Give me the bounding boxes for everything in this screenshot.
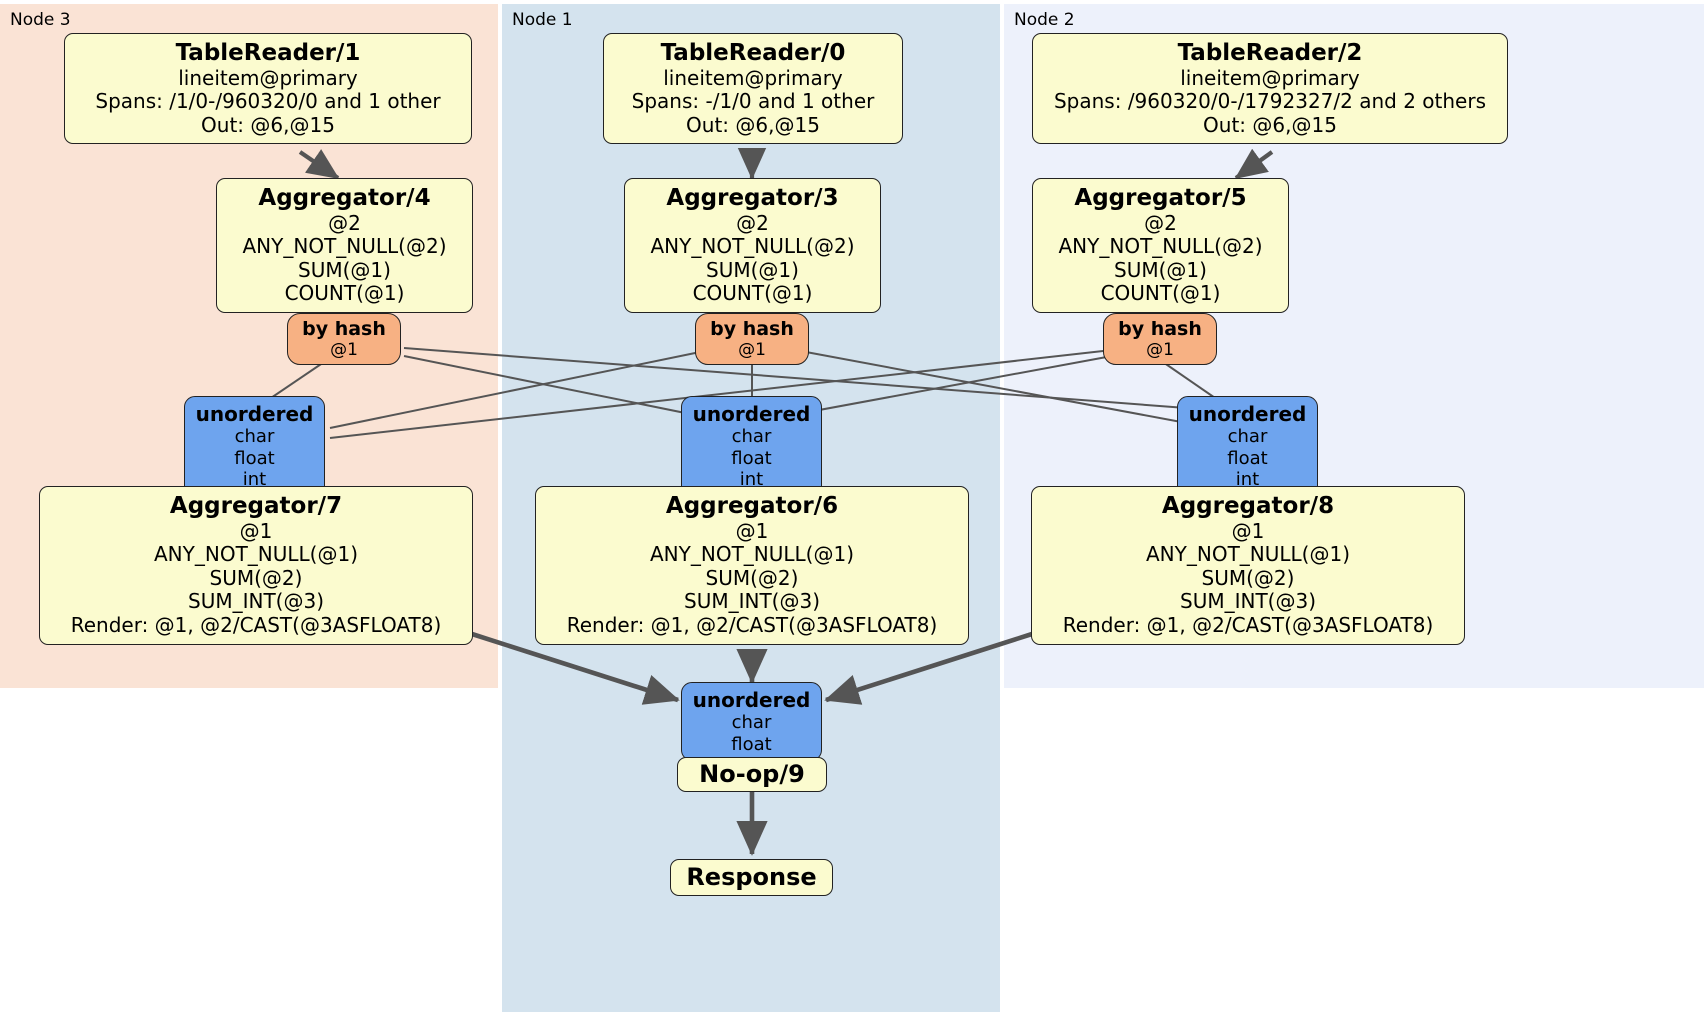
router-line: float [731,733,772,755]
router-title: unordered [195,402,314,426]
node-line: COUNT(@1) [692,281,813,306]
node-line: COUNT(@1) [1100,281,1221,306]
node-line: Spans: /1/0-/960320/0 and 1 other [95,89,441,114]
node-title: Response [686,862,817,891]
router-by-hash-middle[interactable]: by hash @1 [695,313,809,366]
node-line: Out: @6,@15 [1203,112,1337,137]
router-by-hash-right[interactable]: by hash @1 [1103,313,1217,366]
router-line: @1 [330,340,358,361]
node-line: ANY_NOT_NULL(@1) [154,542,358,567]
processor-aggregator-4[interactable]: Aggregator/4 @2 ANY_NOT_NULL(@2) SUM(@1)… [216,178,473,314]
node-line: @2 [328,210,361,235]
node-line: lineitem@primary [663,65,843,90]
node-line: Render: @1, @2/CAST(@3ASFLOAT8) [566,613,938,638]
processor-aggregator-7[interactable]: Aggregator/7 @1 ANY_NOT_NULL(@1) SUM(@2)… [39,486,473,645]
processor-aggregator-3[interactable]: Aggregator/3 @2 ANY_NOT_NULL(@2) SUM(@1)… [624,178,881,314]
processor-aggregator-5[interactable]: Aggregator/5 @2 ANY_NOT_NULL(@2) SUM(@1)… [1032,178,1289,314]
router-line: @1 [1146,340,1174,361]
node-line: SUM(@2) [705,565,799,590]
router-line: int [242,469,267,491]
node-line: ANY_NOT_NULL(@2) [650,234,855,259]
node-line: Out: @6,@15 [686,112,820,137]
node-line: Spans: -/1/0 and 1 other [631,89,875,114]
router-line: char [234,426,275,447]
node-title: Aggregator/4 [258,185,431,211]
node-title: TableReader/1 [175,40,361,66]
router-title: unordered [692,688,811,712]
router-line: float [234,447,275,469]
node-line: ANY_NOT_NULL(@1) [650,542,854,567]
node-line: @1 [735,518,769,543]
router-unordered-final[interactable]: unordered char float [681,682,822,762]
router-line: float [731,447,772,469]
node-title: TableReader/0 [660,40,846,66]
node-line: SUM(@2) [1201,565,1295,590]
node-line: ANY_NOT_NULL(@2) [1058,234,1263,259]
cluster-label-node3: Node 3 [10,10,71,30]
node-line: SUM(@1) [298,257,391,282]
node-line: SUM_INT(@3) [1180,589,1316,614]
node-line: Spans: /960320/0-/1792327/2 and 2 others [1053,89,1486,114]
node-line: Out: @6,@15 [201,112,335,137]
node-title: TableReader/2 [1177,40,1363,66]
node-line: @2 [736,210,769,235]
node-title: Aggregator/6 [665,493,839,519]
node-title: Aggregator/3 [666,185,839,211]
node-title: Aggregator/8 [1161,493,1335,519]
processor-aggregator-6[interactable]: Aggregator/6 @1 ANY_NOT_NULL(@1) SUM(@2)… [535,486,969,645]
node-line: ANY_NOT_NULL(@2) [242,234,447,259]
node-line: SUM(@1) [1114,257,1207,282]
node-line: lineitem@primary [178,65,358,90]
processor-no-op-9[interactable]: No-op/9 [677,757,827,792]
node-line: lineitem@primary [1180,65,1360,90]
processor-tablereader-1[interactable]: TableReader/1 lineitem@primary Spans: /1… [64,33,472,145]
router-line: @1 [738,340,766,361]
node-line: @1 [239,518,273,543]
node-line: SUM(@2) [209,565,303,590]
node-line: Render: @1, @2/CAST(@3ASFLOAT8) [70,613,442,638]
router-line: float [1227,447,1268,469]
processor-response[interactable]: Response [670,859,833,896]
node-line: @1 [1231,518,1265,543]
router-title: by hash [302,318,386,340]
node-line: ANY_NOT_NULL(@1) [1146,542,1350,567]
router-unordered-right[interactable]: unordered char float int [1177,396,1318,497]
node-title: No-op/9 [699,759,805,788]
router-unordered-middle[interactable]: unordered char float int [681,396,822,497]
processor-aggregator-8[interactable]: Aggregator/8 @1 ANY_NOT_NULL(@1) SUM(@2)… [1031,486,1465,645]
cluster-label-node1: Node 1 [512,10,573,30]
router-line: char [731,426,772,447]
router-by-hash-left[interactable]: by hash @1 [287,313,401,366]
router-unordered-left[interactable]: unordered char float int [184,396,325,497]
processor-tablereader-2[interactable]: TableReader/2 lineitem@primary Spans: /9… [1032,33,1508,145]
node-line: SUM_INT(@3) [188,589,324,614]
node-line: @2 [1144,210,1177,235]
node-line: COUNT(@1) [284,281,405,306]
router-line: int [739,469,764,491]
node-title: Aggregator/5 [1074,185,1247,211]
router-title: unordered [692,402,811,426]
router-line: char [731,712,772,733]
router-title: by hash [710,318,794,340]
node-line: SUM_INT(@3) [684,589,820,614]
node-line: Render: @1, @2/CAST(@3ASFLOAT8) [1062,613,1434,638]
node-title: Aggregator/7 [169,493,343,519]
router-line: char [1227,426,1268,447]
router-title: by hash [1118,318,1202,340]
router-title: unordered [1188,402,1307,426]
node-line: SUM(@1) [706,257,799,282]
processor-tablereader-0[interactable]: TableReader/0 lineitem@primary Spans: -/… [603,33,903,145]
cluster-label-node2: Node 2 [1014,10,1075,30]
router-line: int [1235,469,1260,491]
